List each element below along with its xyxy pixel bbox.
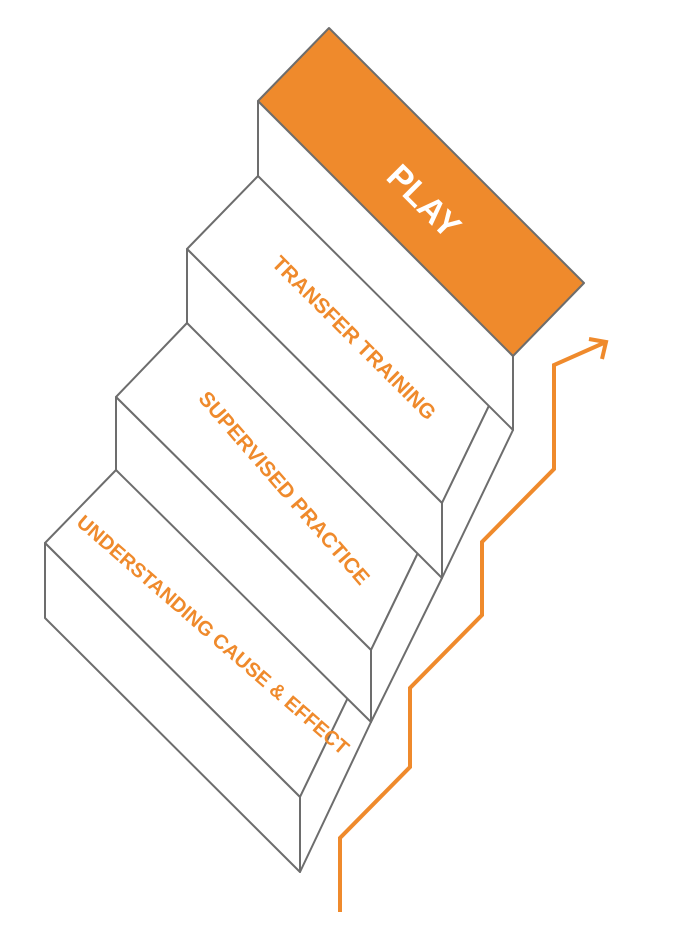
progress-arrow (338, 337, 609, 912)
step-4: PLAY (257, 27, 585, 431)
progress-arrow-line (338, 340, 607, 912)
step-4-top-face (257, 27, 585, 357)
arrowhead-icon (588, 337, 609, 360)
